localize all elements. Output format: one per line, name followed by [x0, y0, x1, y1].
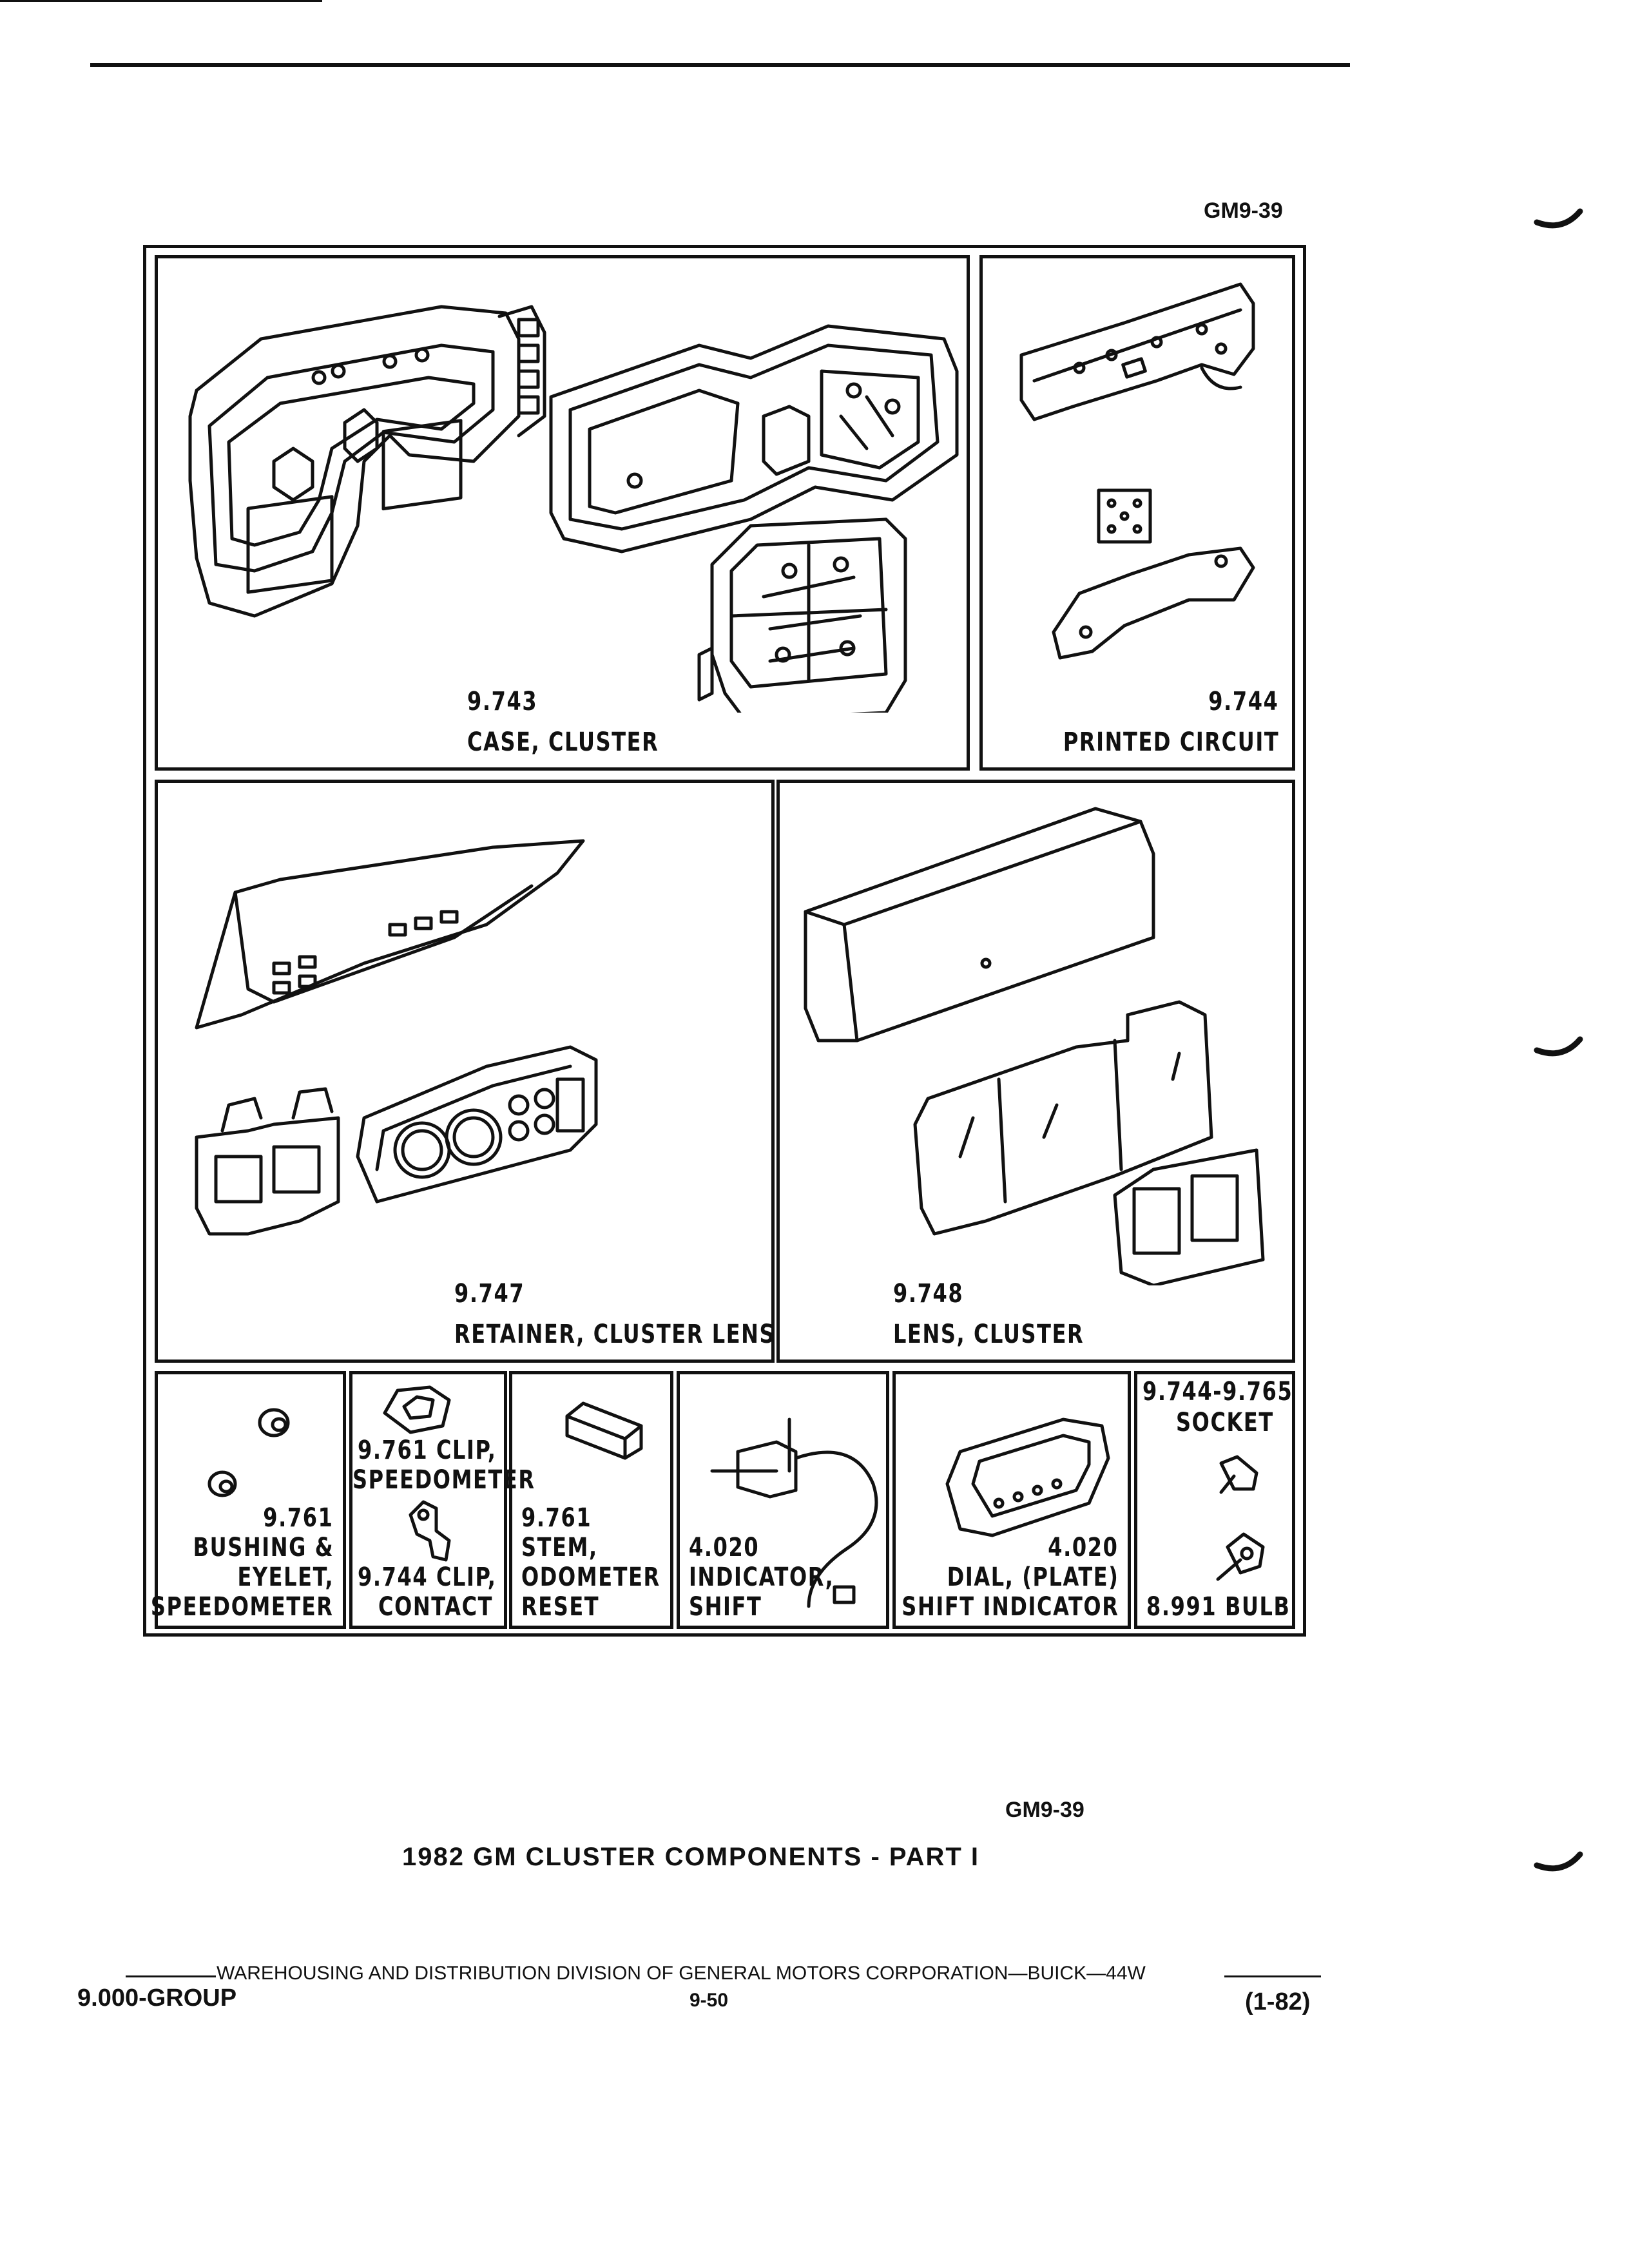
speedometer-clip-line2: SPEEDOMETER — [352, 1465, 535, 1495]
figure-title: 1982 GM CLUSTER COMPONENTS - PART I — [402, 1843, 980, 1871]
bushing-number: 9.761 — [263, 1503, 334, 1533]
retainer-number: 9.747 — [454, 1279, 525, 1309]
footer-division: WAREHOUSING AND DISTRIBUTION DIVISION OF… — [217, 1963, 1146, 1984]
shift-indicator-line2: SHIFT — [689, 1592, 762, 1622]
contact-clip-line2: CONTACT — [378, 1592, 494, 1622]
shift-dial-illustration — [945, 1418, 1110, 1537]
panel-socket-bulb: 9.744-9.765 SOCKET 8.991 BULB — [1134, 1371, 1295, 1629]
footer-date: (1-82) — [1245, 1988, 1311, 2015]
contact-clip-line1: 9.744 CLIP, — [358, 1562, 497, 1592]
shift-indicator-illustration — [710, 1418, 878, 1608]
speedometer-clip-line1: 9.761 CLIP, — [358, 1436, 497, 1465]
lens-cluster-illustration — [804, 807, 1265, 1285]
retainer-name: RETAINER, CLUSTER LENS — [454, 1320, 776, 1349]
lens-name: LENS, CLUSTER — [893, 1320, 1084, 1349]
shift-indicator-number: 4.020 — [689, 1533, 760, 1562]
shift-indicator-line1: INDICATOR, — [689, 1562, 834, 1592]
footer-group: 9.000-GROUP — [77, 1984, 237, 2012]
speedometer-clip-illustration — [383, 1385, 451, 1434]
header-rule — [90, 63, 1350, 67]
footer-rule-left — [126, 1975, 216, 1977]
shift-dial-number: 4.020 — [1048, 1533, 1119, 1562]
bushing-line1: BUSHING & — [193, 1533, 334, 1562]
socket-number: 9.744-9.765 — [1142, 1377, 1293, 1407]
printed-circuit-illustration — [1019, 282, 1255, 660]
footer-rule-right — [1224, 1975, 1321, 1977]
binder-mark-middle — [1534, 1036, 1583, 1057]
figure-code-caption: GM9-39 — [1005, 1798, 1084, 1822]
panel-shift-indicator: 4.020 INDICATOR, SHIFT — [677, 1371, 889, 1629]
stem-line1: STEM, — [521, 1533, 598, 1562]
binder-mark-bottom — [1534, 1851, 1583, 1872]
panel-clips: 9.761 CLIP, SPEEDOMETER 9.744 CLIP, CONT… — [349, 1371, 534, 1629]
stem-line2: ODOMETER — [521, 1562, 660, 1592]
figure-frame — [143, 245, 1306, 1637]
lens-number: 9.748 — [893, 1279, 964, 1309]
figure-code-top: GM9-39 — [1204, 198, 1283, 223]
panel-lens-cluster: 9.748 LENS, CLUSTER — [776, 780, 1295, 1363]
shift-dial-line2: SHIFT INDICATOR — [901, 1592, 1119, 1622]
stem-line3: RESET — [521, 1592, 600, 1622]
contact-clip-illustration — [409, 1500, 451, 1562]
printed-circuit-name: PRINTED CIRCUIT — [1063, 727, 1279, 757]
binder-mark-top — [1534, 208, 1583, 229]
panel-shift-dial: 4.020 DIAL, (PLATE) SHIFT INDICATOR — [892, 1371, 1131, 1629]
footer-page-number: 9-50 — [689, 1990, 729, 2011]
shift-dial-line1: DIAL, (PLATE) — [947, 1562, 1119, 1592]
socket-illustration — [1216, 1455, 1265, 1581]
bushing-line2: EYELET, — [237, 1562, 334, 1592]
printed-circuit-number: 9.744 — [1208, 687, 1279, 716]
stem-number: 9.761 — [521, 1503, 592, 1533]
top-edge-rule — [0, 0, 322, 2]
panel-retainer-cluster-lens: 9.747 RETAINER, CLUSTER LENS — [155, 780, 775, 1363]
case-cluster-name: CASE, CLUSTER — [467, 727, 659, 757]
panel-bushing-eyelet: 9.761 BUSHING & EYELET, SPEEDOMETER — [151, 1371, 346, 1629]
panel-printed-circuit: 9.744 PRINTED CIRCUIT — [979, 255, 1295, 771]
case-cluster-number: 9.743 — [467, 687, 538, 716]
case-cluster-illustration — [188, 305, 959, 713]
stem-illustration — [565, 1401, 643, 1460]
bushing-line3: SPEEDOMETER — [151, 1592, 334, 1622]
bushing-eyelet-illustration — [207, 1408, 290, 1497]
panel-case-cluster: 9.743 CASE, CLUSTER — [155, 255, 970, 771]
socket-name: SOCKET — [1176, 1408, 1274, 1437]
bulb-label: 8.991 BULB — [1146, 1592, 1291, 1622]
retainer-cluster-lens-illustration — [195, 839, 598, 1236]
panel-stem-odometer-reset: 9.761 STEM, ODOMETER RESET — [509, 1371, 673, 1629]
